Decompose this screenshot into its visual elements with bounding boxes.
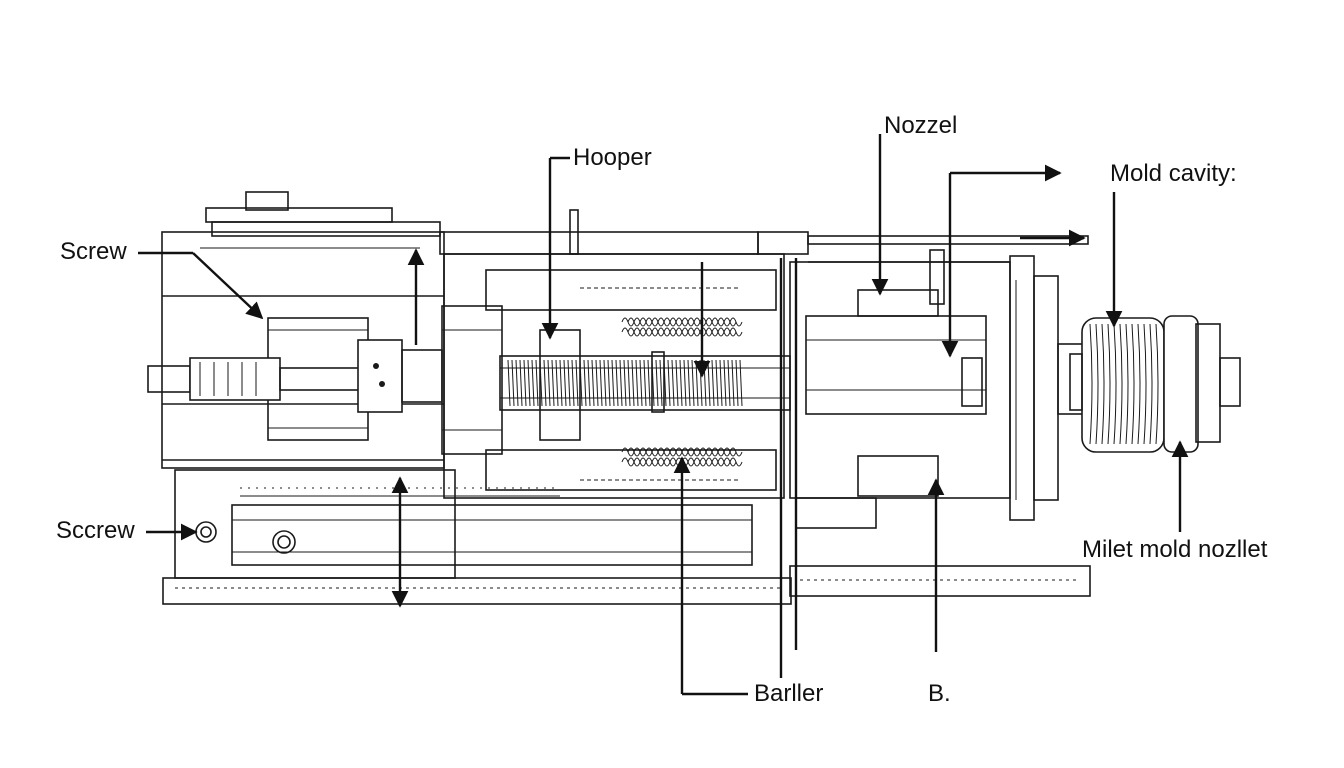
screw-flights (507, 317, 743, 467)
top-covers (205, 191, 1089, 263)
mold-cavity-ring (1069, 315, 1241, 453)
left-housing (147, 231, 503, 469)
label-b: B. (928, 680, 951, 707)
label-mold-cavity: Mold cavity: (1110, 160, 1237, 187)
label-hooper: Hooper (573, 144, 652, 171)
machine-base (162, 469, 1091, 605)
leader-lines (138, 134, 1189, 696)
label-screw-top: Screw (60, 238, 127, 265)
label-screw-bottom: Sccrew (56, 517, 135, 544)
label-milet-mold-nozllet: Milet mold nozllet (1082, 536, 1268, 563)
label-nozzel: Nozzel (884, 112, 958, 139)
label-barller: Barller (754, 680, 824, 707)
